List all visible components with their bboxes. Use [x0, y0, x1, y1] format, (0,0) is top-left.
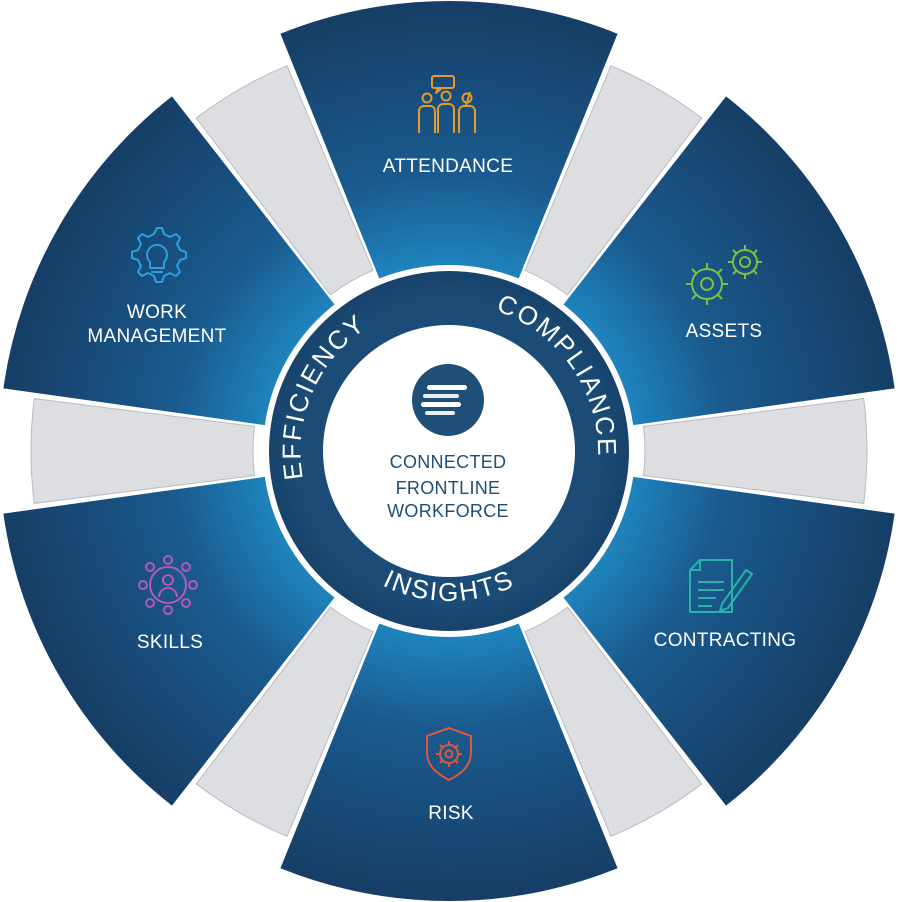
connector-band — [195, 606, 374, 837]
segment-attendance — [280, 0, 618, 281]
speed-lines-logo-icon — [412, 364, 484, 436]
connector-band — [195, 65, 374, 296]
connector-band — [524, 606, 703, 837]
center-core — [323, 325, 575, 577]
segment-risk — [280, 621, 618, 901]
lightbulb-gear-icon — [131, 227, 187, 283]
segment-group — [3, 0, 895, 901]
connector-band — [642, 398, 868, 504]
document-pen-icon — [689, 559, 753, 613]
gears-icon — [686, 245, 762, 305]
center-line-3: WORKFORCE — [387, 501, 509, 521]
connector-band — [524, 65, 703, 296]
segment-label-contracting: CONTRACTING — [654, 630, 797, 651]
segment-contracting — [562, 476, 895, 806]
segment-label-risk: RISK — [428, 803, 474, 824]
segment-label-assets: ASSETS — [686, 321, 763, 342]
segment-skills — [3, 476, 336, 806]
segment-label-management: MANAGEMENT — [87, 326, 226, 347]
people-discussion-icon — [418, 75, 476, 133]
connector-band — [30, 398, 256, 504]
segment-label-skills: SKILLS — [137, 632, 203, 653]
shield-gear-icon — [426, 727, 472, 781]
segment-assets — [562, 96, 895, 426]
segment-label-work: WORK — [127, 302, 187, 323]
center-line-2: FRONTLINE — [396, 478, 501, 498]
network-person-icon — [138, 555, 198, 615]
center-line-1: CONNECTED — [390, 452, 507, 472]
segment-work-management — [3, 96, 336, 426]
connector-bands — [30, 65, 868, 837]
segment-label-attendance: ATTENDANCE — [383, 156, 513, 177]
